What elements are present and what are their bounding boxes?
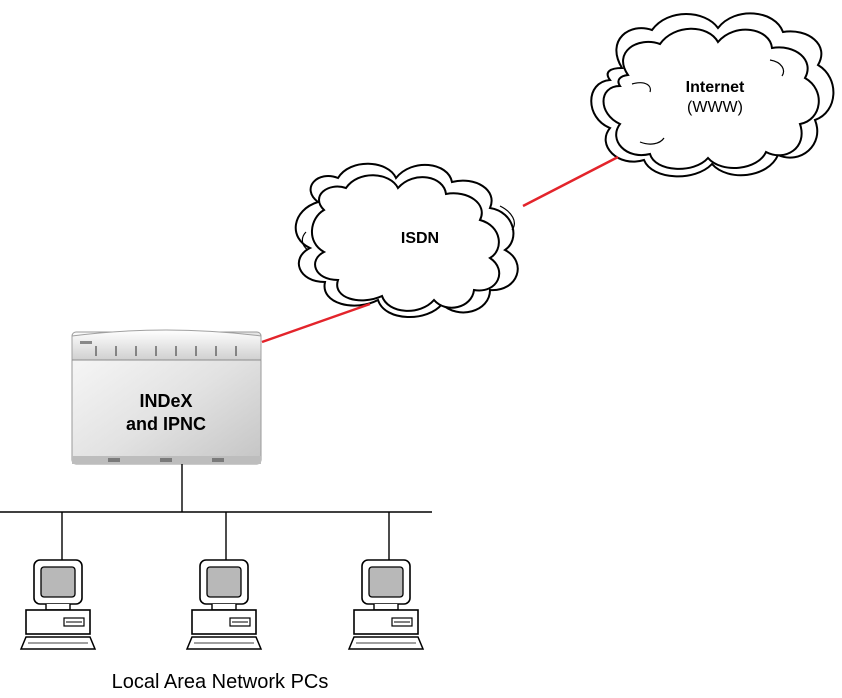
internet-subtitle: (WWW) <box>687 99 743 116</box>
lan-network <box>0 464 432 560</box>
device-label-line2: and IPNC <box>125 414 206 434</box>
computer-icon <box>348 559 424 650</box>
internet-cloud <box>590 12 835 178</box>
isdn-cloud <box>294 162 519 318</box>
server-icon <box>71 329 262 465</box>
lan-caption: Local Area Network PCs <box>111 671 329 693</box>
cloud-icon <box>590 12 835 178</box>
link-isdn-internet <box>522 155 619 208</box>
isdn-title: ISDN <box>400 230 440 247</box>
lan-pc-1 <box>20 559 96 650</box>
lan-pc-3 <box>348 559 424 650</box>
index-ipnc-device <box>71 329 262 465</box>
link-device-isdn <box>261 302 371 344</box>
internet-title: Internet <box>685 79 745 96</box>
lan-pc-2 <box>186 559 262 650</box>
cloud-icon <box>294 162 519 318</box>
computer-icon <box>186 559 262 650</box>
device-label-line1: INDeX <box>139 391 193 411</box>
computer-icon <box>20 559 96 650</box>
